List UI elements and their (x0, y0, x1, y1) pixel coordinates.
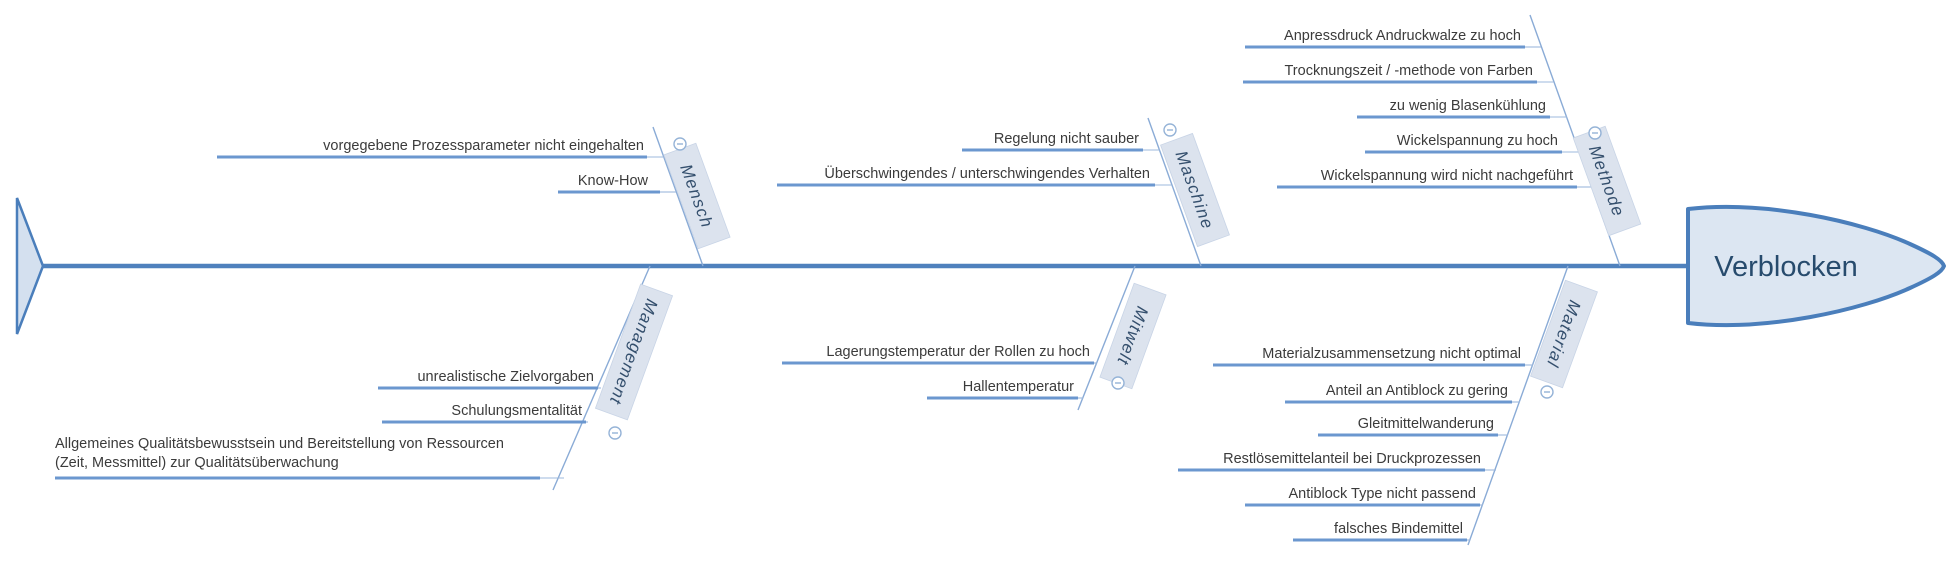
collapse-icon[interactable] (1163, 123, 1177, 137)
branch-methode: Anpressdruck Andruckwalze zu hoch Trockn… (1243, 14, 1642, 267)
cause-item[interactable]: Know-How (558, 173, 676, 194)
category-box[interactable] (594, 283, 674, 421)
cause-label[interactable]: Überschwingendes / unterschwingendes Ver… (824, 164, 1150, 182)
branch-mensch: vorgegebene Prozessparameter nicht einge… (217, 126, 731, 267)
cause-label[interactable]: Wickelspannung wird nicht nachgeführt (1321, 168, 1573, 184)
cause-item[interactable]: Trocknungszeit / -methode von Farben (1243, 63, 1554, 84)
cause-label[interactable]: unrealistische Zielvorgaben (417, 369, 594, 385)
cause-label[interactable]: Anpressdruck Andruckwalze zu hoch (1284, 28, 1521, 44)
branch-management: unrealistische Zielvorgaben Schulungsmen… (55, 265, 674, 491)
cause-item[interactable]: Restlösemittelanteil bei Druckprozessen (1178, 451, 1496, 472)
cause-label[interactable]: Hallentemperatur (963, 379, 1074, 395)
cause-label[interactable]: Know-How (578, 173, 649, 189)
fishbone-tail (15, 197, 45, 335)
category-node-mitwelt[interactable]: Mitwelt (1099, 282, 1167, 390)
cause-label[interactable]: Schulungsmentalität (451, 403, 582, 419)
category-box[interactable] (1530, 279, 1598, 389)
cause-label[interactable]: Restlösemittelanteil bei Druckprozessen (1223, 451, 1481, 467)
cause-item[interactable]: zu wenig Blasenkühlung (1357, 98, 1567, 119)
category-node-material[interactable]: Material (1530, 279, 1598, 389)
cause-item[interactable]: unrealistische Zielvorgaben (378, 369, 601, 390)
cause-label-line1[interactable]: Allgemeines Qualitätsbewusstsein und Ber… (55, 436, 504, 452)
cause-item[interactable]: Antiblock Type nicht passend (1245, 486, 1483, 507)
branch-line (1467, 265, 1569, 546)
branch-mitwelt: Lagerungstemperatur der Rollen zu hoch H… (782, 265, 1167, 411)
collapse-icon[interactable] (1540, 385, 1554, 399)
cause-label[interactable]: Trocknungszeit / -methode von Farben (1284, 63, 1533, 79)
collapse-icon[interactable] (673, 137, 687, 151)
collapse-icon[interactable] (608, 426, 622, 440)
collapse-icon[interactable] (1588, 126, 1602, 140)
category-node-mensch[interactable]: Mensch (663, 142, 731, 250)
cause-item[interactable]: Regelung nicht sauber (962, 131, 1160, 152)
cause-item[interactable]: Anteil an Antiblock zu gering (1285, 383, 1520, 404)
cause-item[interactable]: Allgemeines Qualitätsbewusstsein und Ber… (55, 436, 564, 480)
cause-label[interactable]: Lagerungstemperatur der Rollen zu hoch (826, 344, 1090, 360)
branch-line (652, 126, 704, 267)
cause-label[interactable]: Anteil an Antiblock zu gering (1326, 383, 1508, 399)
cause-label[interactable]: Wickelspannung zu hoch (1397, 133, 1558, 149)
cause-label[interactable]: Antiblock Type nicht passend (1288, 486, 1476, 502)
cause-item[interactable]: falsches Bindemittel (1293, 521, 1470, 542)
cause-item[interactable]: Gleitmittelwanderung (1318, 416, 1508, 437)
cause-item[interactable]: Materialzusammensetzung nicht optimal (1213, 346, 1533, 367)
cause-label[interactable]: Materialzusammensetzung nicht optimal (1262, 346, 1521, 362)
branch-material: Materialzusammensetzung nicht optimal An… (1178, 265, 1598, 546)
branch-maschine: Regelung nicht sauber Überschwingendes /… (777, 117, 1230, 267)
cause-item[interactable]: Schulungsmentalität (382, 403, 588, 424)
cause-label[interactable]: falsches Bindemittel (1334, 521, 1463, 537)
branch-line (1147, 117, 1202, 267)
cause-label[interactable]: zu wenig Blasenkühlung (1390, 98, 1546, 114)
cause-item[interactable]: Wickelspannung wird nicht nachgeführt (1277, 168, 1592, 189)
category-node-management[interactable]: Management (594, 283, 674, 421)
cause-item[interactable]: Wickelspannung zu hoch (1365, 133, 1579, 154)
category-node-maschine[interactable]: Maschine (1160, 132, 1230, 248)
category-node-methode[interactable]: Methode (1572, 125, 1642, 237)
cause-label[interactable]: vorgegebene Prozessparameter nicht einge… (323, 138, 644, 154)
category-box[interactable] (1160, 132, 1230, 248)
cause-label[interactable]: Regelung nicht sauber (994, 131, 1139, 147)
effect-node[interactable]: Verblocken (1686, 205, 1946, 327)
branch-line (1077, 265, 1136, 411)
effect-label[interactable]: Verblocken (1714, 251, 1858, 283)
cause-item[interactable]: Anpressdruck Andruckwalze zu hoch (1245, 28, 1541, 49)
effect-shape[interactable] (1686, 205, 1946, 327)
cause-item[interactable]: Hallentemperatur (927, 379, 1083, 400)
cause-label[interactable]: Gleitmittelwanderung (1358, 416, 1494, 432)
cause-item[interactable]: Lagerungstemperatur der Rollen zu hoch (782, 344, 1097, 365)
collapse-icon[interactable] (1111, 376, 1125, 390)
cause-label-line2[interactable]: (Zeit, Messmittel) zur Qualitätsüberwach… (55, 455, 339, 471)
cause-item[interactable]: vorgegebene Prozessparameter nicht einge… (217, 138, 664, 159)
cause-item[interactable]: Überschwingendes / unterschwingendes Ver… (777, 164, 1172, 187)
